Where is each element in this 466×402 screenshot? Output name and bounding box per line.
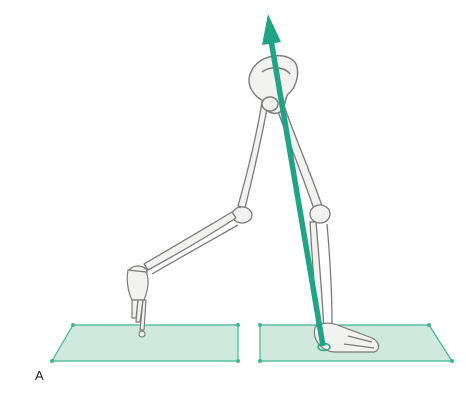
force-plate-left [50,324,239,362]
force-plate-left-corners [50,323,240,363]
force-plate-right-corners [258,323,454,363]
left-leg [128,101,269,279]
pelvis [248,55,299,114]
left-fibula [151,224,239,275]
left-foot [126,269,149,338]
right-leg [275,102,333,331]
left-knee [231,206,253,224]
left-tibia [143,211,237,271]
ground-reaction-force-arrow [262,14,326,347]
center-of-pressure-marker [317,342,331,352]
right-knee [309,204,331,224]
right-fibula [326,223,333,325]
panel-label: A [35,368,44,383]
left-femur [237,101,269,209]
